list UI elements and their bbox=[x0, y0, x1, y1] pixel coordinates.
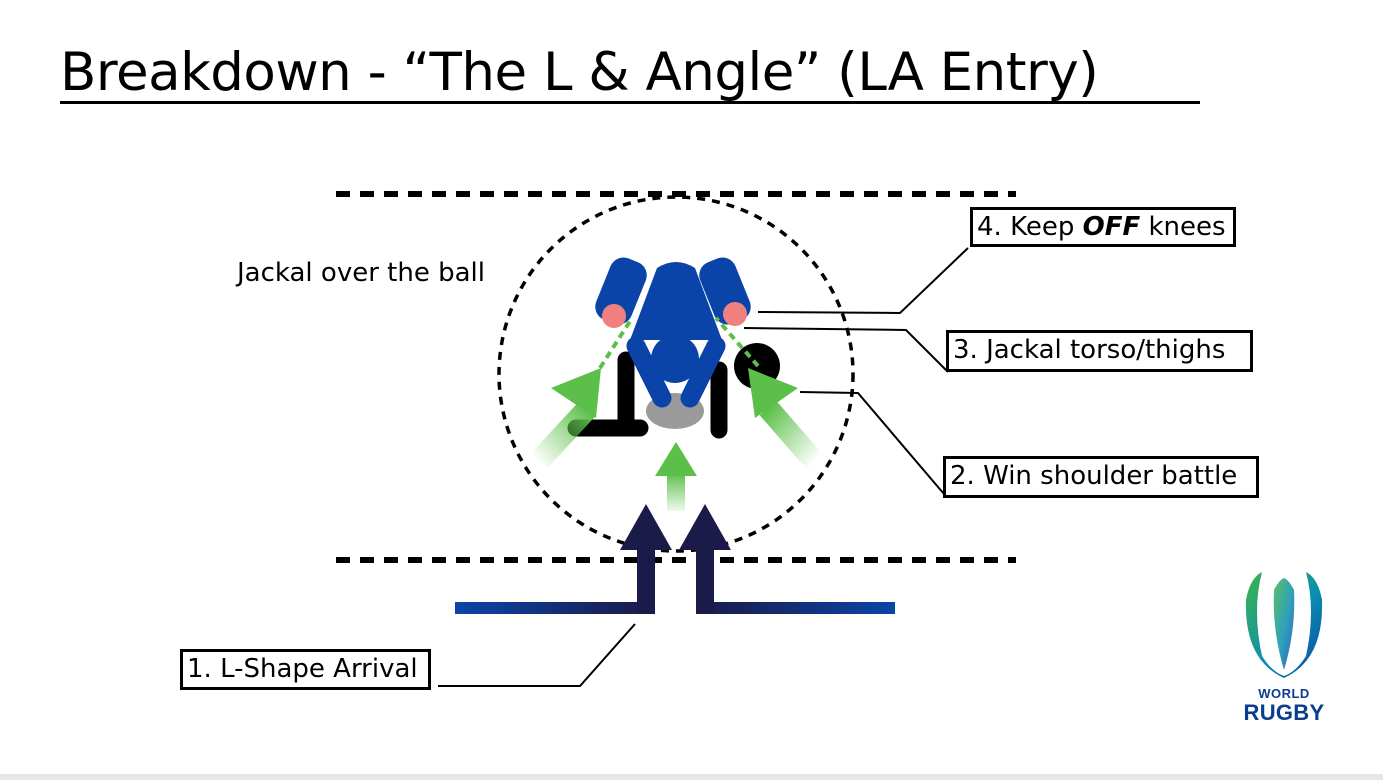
callout-l-shape-arrival: 1. L-Shape Arrival bbox=[180, 649, 431, 690]
left-guide-dash bbox=[598, 316, 634, 370]
jackal-player bbox=[595, 257, 751, 408]
leader-four bbox=[757, 247, 969, 315]
left-entry-arrow bbox=[529, 368, 601, 470]
center-entry-arrow bbox=[655, 442, 697, 511]
logo-mark bbox=[1245, 572, 1323, 678]
ruck-zone-circle bbox=[497, 195, 855, 553]
bottom-edge-bar bbox=[0, 774, 1383, 780]
logo-text-world: WORLD bbox=[1258, 686, 1310, 701]
callout-four-suffix: knees bbox=[1140, 212, 1226, 242]
callout-keep-off-knees: 4. Keep OFF knees bbox=[970, 207, 1236, 247]
left-l-arrival-arrow bbox=[455, 504, 672, 614]
right-l-arrival-arrow bbox=[679, 504, 895, 614]
title-underline bbox=[60, 101, 1200, 104]
callout-win-shoulder-battle: 2. Win shoulder battle bbox=[943, 456, 1259, 498]
world-rugby-logo bbox=[1245, 572, 1323, 678]
callout-jackal-torso: 3. Jackal torso/thighs bbox=[946, 330, 1253, 372]
leader-three bbox=[743, 327, 949, 373]
logo-text-rugby: RUGBY bbox=[1243, 700, 1325, 725]
jackal-annotation: Jackal over the ball bbox=[237, 258, 485, 288]
right-entry-arrow bbox=[748, 368, 824, 470]
right-guide-dash bbox=[714, 316, 760, 368]
callout-four-emphasis: OFF bbox=[1082, 212, 1141, 242]
leader-one bbox=[438, 623, 636, 687]
leader-two bbox=[799, 391, 945, 495]
callout-four-prefix: 4. Keep bbox=[977, 212, 1083, 242]
slide-title: Breakdown - “The L & Angle” (LA Entry) bbox=[60, 42, 1099, 103]
